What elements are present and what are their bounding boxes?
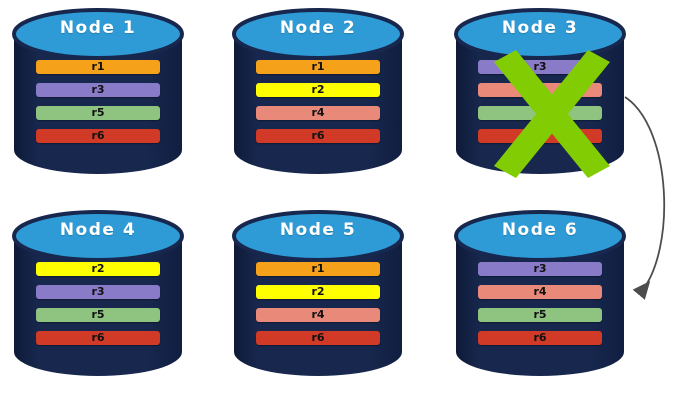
- record-bar-r4[interactable]: r4: [256, 308, 380, 322]
- record-bar-r6[interactable]: r6: [256, 129, 380, 143]
- record-label: r3: [533, 262, 547, 275]
- record-bar-r3[interactable]: r3: [478, 262, 602, 276]
- record-list: r1 r2 r4 r6: [256, 60, 380, 143]
- record-label: r6: [91, 129, 105, 142]
- record-bar-r3[interactable]: r3: [36, 83, 160, 97]
- record-label: r6: [533, 331, 547, 344]
- record-label: r4: [311, 308, 325, 321]
- record-label: r1: [91, 60, 105, 73]
- record-label: r3: [533, 60, 547, 73]
- record-bar-r1[interactable]: r1: [256, 262, 380, 276]
- record-label: r5: [91, 106, 105, 119]
- record-label: r6: [311, 331, 325, 344]
- record-list: r2 r3 r5 r6: [36, 262, 160, 345]
- record-label: r6: [91, 331, 105, 344]
- record-label: r3: [91, 83, 105, 96]
- failed-node-x-icon: [494, 50, 610, 178]
- record-bar-r6[interactable]: r6: [36, 331, 160, 345]
- record-label: r3: [91, 285, 105, 298]
- record-bar-r5[interactable]: r5: [478, 308, 602, 322]
- record-bar-r6[interactable]: r6: [36, 129, 160, 143]
- record-bar-r6[interactable]: r6: [478, 331, 602, 345]
- record-bar-r3[interactable]: r3: [36, 285, 160, 299]
- record-label: r5: [91, 308, 105, 321]
- record-bar-r2[interactable]: r2: [36, 262, 160, 276]
- record-label: r5: [533, 308, 547, 321]
- record-bar-r2[interactable]: r2: [256, 83, 380, 97]
- record-bar-r2[interactable]: r2: [256, 285, 380, 299]
- record-label: r2: [311, 285, 325, 298]
- record-label: r2: [91, 262, 105, 275]
- record-bar-r6[interactable]: r6: [256, 331, 380, 345]
- record-bar-r5[interactable]: r5: [36, 106, 160, 120]
- record-label: r6: [311, 129, 325, 142]
- record-list: r1 r2 r4 r6: [256, 262, 380, 345]
- record-label: r4: [311, 106, 325, 119]
- record-bar-r1[interactable]: r1: [256, 60, 380, 74]
- record-bar-r5[interactable]: r5: [36, 308, 160, 322]
- record-bar-r4[interactable]: r4: [478, 285, 602, 299]
- record-list: r3 r4 r5 r6: [478, 262, 602, 345]
- record-label: r4: [533, 285, 547, 298]
- record-label: r2: [311, 83, 325, 96]
- record-label: r1: [311, 60, 325, 73]
- record-label: r1: [311, 262, 325, 275]
- record-list: r1 r3 r5 r6: [36, 60, 160, 143]
- record-bar-r4[interactable]: r4: [256, 106, 380, 120]
- record-bar-r1[interactable]: r1: [36, 60, 160, 74]
